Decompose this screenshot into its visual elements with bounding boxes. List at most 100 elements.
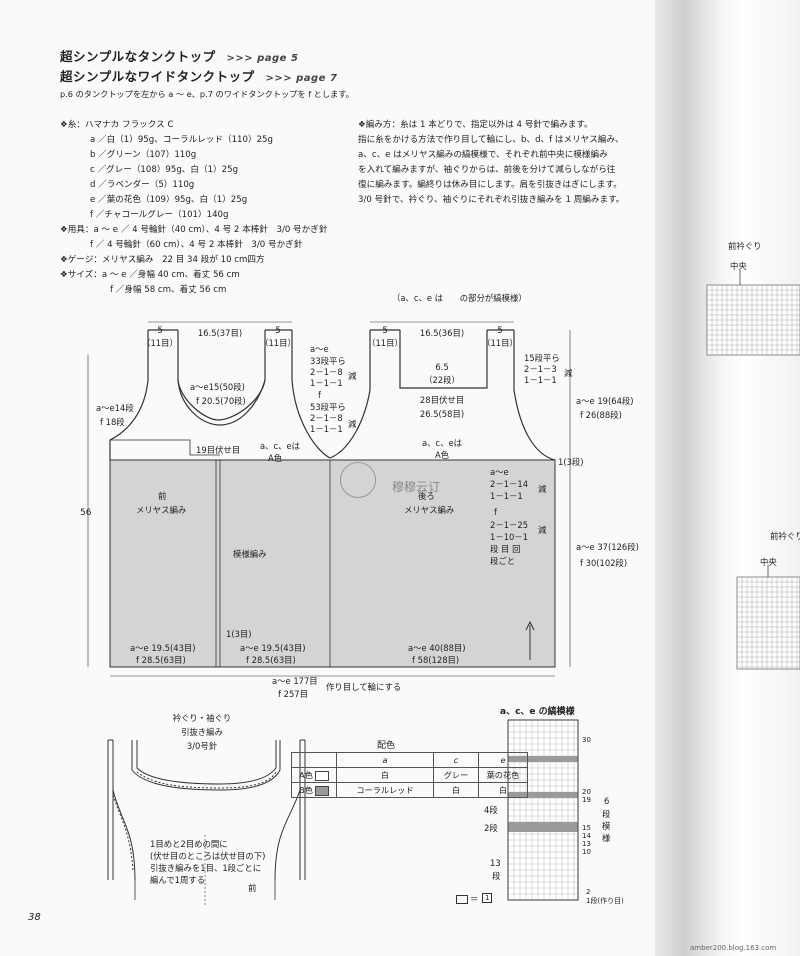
stripe-row-num: 13 — [582, 840, 591, 848]
bottom-front-left-f: f 28.5(63目) — [136, 655, 186, 665]
yarn-e: e ／葉の花色（109）95g、白（1）25g — [90, 195, 248, 205]
stripe-row-num: 14 — [582, 832, 591, 840]
dim-back-shoulder-l: 5 — [382, 325, 388, 335]
stripe-left-label: 13 — [490, 858, 501, 868]
total-stitches: a～e 177目 — [272, 676, 318, 686]
watermark-logo-icon — [340, 462, 376, 498]
front-dec-a: 33段平ら — [310, 356, 346, 366]
edging-outline — [107, 739, 306, 881]
small-row: 1(3目) — [226, 629, 252, 639]
armhole-left: a～e14段 — [96, 403, 134, 413]
armhole-left-f: f 18段 — [100, 417, 125, 427]
gauge: ❖ゲージ：メリヤス編み 22 目 34 段が 10 cm四方 — [60, 255, 265, 265]
stripe-pattern-label: 模 — [602, 821, 611, 831]
method-line: ❖編み方：糸は 1 本どりで、指定以外は 4 号針で編みます。 — [358, 120, 593, 130]
method-line: 指に糸をかける方法で作り目して輪にし、b、d、f はメリヤス編み、 — [358, 135, 624, 145]
front-dec-f: f — [318, 390, 321, 400]
edging-note: (伏せ目のところは伏せ目の下) — [150, 851, 266, 861]
title-wide-tank-top: 超シンプルなワイドタンクトップ >>> page 7 — [60, 69, 338, 84]
method-line: を入れて編みますが、袖ぐりからは、前後を分けて減らしながら往 — [358, 165, 616, 175]
back-bind-off: 28目伏せ目 — [419, 395, 465, 405]
size-f: f ／身幅 58 cm、着丈 56 cm — [110, 285, 227, 295]
dim-shoulder-right: 5 — [275, 325, 281, 335]
yarn-b: b ／グリーン（107）110g — [90, 150, 197, 160]
stripe-row-num: 15 — [582, 824, 591, 832]
back-arm-f: 段ごと — [490, 556, 516, 566]
stripe-title: a、c、e の縞模様 — [500, 707, 575, 717]
right-neck-label: 前衿ぐり — [728, 241, 762, 251]
stripe-row-num: 2 — [586, 888, 591, 896]
dim-shoulder-right-st: （11目） — [260, 338, 296, 348]
legend-box-icon — [456, 895, 468, 904]
dim-shoulder-left-st: （11目） — [142, 338, 178, 348]
watermark: 穆穆云订 — [392, 480, 441, 494]
back-dec: 2－1－3 — [524, 364, 557, 374]
stripe-pattern-label: 様 — [602, 833, 611, 843]
dim-back-shoulder-r-st: （11目） — [482, 338, 518, 348]
table-row: A色 白 グレー 葉の花色 — [291, 767, 528, 783]
dim-neck-back: 16.5(36目) — [419, 328, 465, 338]
tools-label: ❖用具：a ～ e ／ 4 号輪針（40 cm）、4 号 2 本棒針 3/0 号… — [60, 225, 328, 235]
stripe-pattern-label: 段 — [602, 809, 611, 819]
right-page-grids — [706, 270, 800, 670]
materials-block: ❖糸：ハマナカ フラックス C a ／白（1）95g、コーラルレッド（110）2… — [60, 118, 327, 298]
back-upper-outline — [329, 330, 556, 461]
bottom-back-f: f 58(128目) — [412, 655, 460, 665]
back-width: 26.5(58目) — [419, 409, 465, 419]
body-shaded-area — [109, 459, 556, 668]
yarn-c: c ／グレー（108）95g、白（1）25g — [90, 165, 239, 175]
dim-back-shoulder-r: 5 — [497, 325, 503, 335]
edging-note: 1目めと2目めの間に — [150, 839, 228, 849]
stripe-left-label: 段 — [492, 871, 501, 881]
size-label: ❖サイズ：a ～ e ／身幅 40 cm、着丈 56 cm — [60, 270, 240, 280]
front-dec-a: 減 — [348, 371, 357, 381]
ace-color-front: a、c、eは — [260, 441, 301, 451]
title-tank-top: 超シンプルなタンクトップ >>> page 5 — [60, 49, 299, 64]
stripe-chart — [507, 719, 579, 901]
bind-off-front: 19目伏せ目 — [196, 445, 241, 455]
back-arm-f: 2－1－25 — [490, 520, 529, 530]
right-neck-label: 前衿ぐり — [770, 531, 800, 541]
method-line: a、c、e はメリヤス編みの縞模様で、それぞれ前中央に模様編み — [358, 150, 608, 160]
stripe-pattern-label: 6 — [604, 796, 610, 806]
right-center-label: 中央 — [760, 557, 777, 567]
edging-note: 引抜き編みを1目、1段ごとに — [150, 863, 262, 873]
ace-color-back: A色 — [434, 450, 450, 460]
stripe-row-num: 1段(作り目) — [586, 897, 624, 905]
back-stitch: メリヤス編み — [404, 505, 455, 515]
swatch-b-icon — [314, 785, 329, 796]
tools-f: f ／ 4 号輪針（60 cm）、4 号 2 本棒針 3/0 号かぎ針 — [90, 240, 303, 250]
back-neck-depth: 6.5 — [435, 362, 449, 372]
lower-right-height-f: f 30(102段) — [580, 558, 628, 568]
intro-note: p.6 のタンクトップを左から a ～ e、p.7 のワイドタンクトップを f … — [60, 89, 354, 99]
bottom-front-right: a～e 19.5(43目) — [240, 643, 306, 653]
pattern-label: 模様編み — [233, 549, 267, 559]
total-stitches-f: f 257目 — [278, 689, 308, 699]
bottom-front-right-f: f 28.5(63目) — [246, 655, 296, 665]
swatch-a-icon — [314, 770, 329, 781]
front-dec-f: 減 — [348, 419, 357, 429]
right-height: a～e 19(64段) — [576, 396, 634, 406]
back-arm-f: 減 — [538, 525, 547, 535]
right-center-label: 中央 — [730, 261, 747, 271]
back-label: 後ろ — [418, 491, 435, 501]
book-spine-right-page — [655, 0, 800, 956]
front-dec-f: 1－1－1 — [310, 424, 343, 434]
stripe-row-num: 19 — [582, 796, 591, 804]
method-line: 3/0 号針で、衿ぐり、袖ぐりにそれぞれ引抜き編みを 1 周編みます。 — [358, 195, 625, 205]
legend-note: （a、c、e は の部分が縞模様） — [392, 293, 527, 303]
lower-right-height: a～e 37(126段) — [576, 542, 639, 552]
edging-note: 編んで1周する — [150, 875, 206, 885]
bottom-back: a～e 40(88目) — [408, 643, 466, 653]
blog-url: amber200.blog.163.com — [690, 944, 777, 952]
page-number: 38 — [28, 912, 41, 923]
back-dec: 15段平ら — [524, 353, 560, 363]
color-table: a c e A色 白 グレー 葉の花色 B色 コーラルレッド 白 白 — [291, 752, 528, 798]
dim-shoulder-left: 5 — [157, 325, 163, 335]
back-neck-depth-st: （22段） — [424, 375, 460, 385]
front-dec-a: 1－1－1 — [310, 378, 343, 388]
stripe-left-label: 4段 — [484, 805, 498, 815]
front-dec-a: 2－1－8 — [310, 367, 343, 377]
table-row: a c e — [291, 752, 528, 768]
